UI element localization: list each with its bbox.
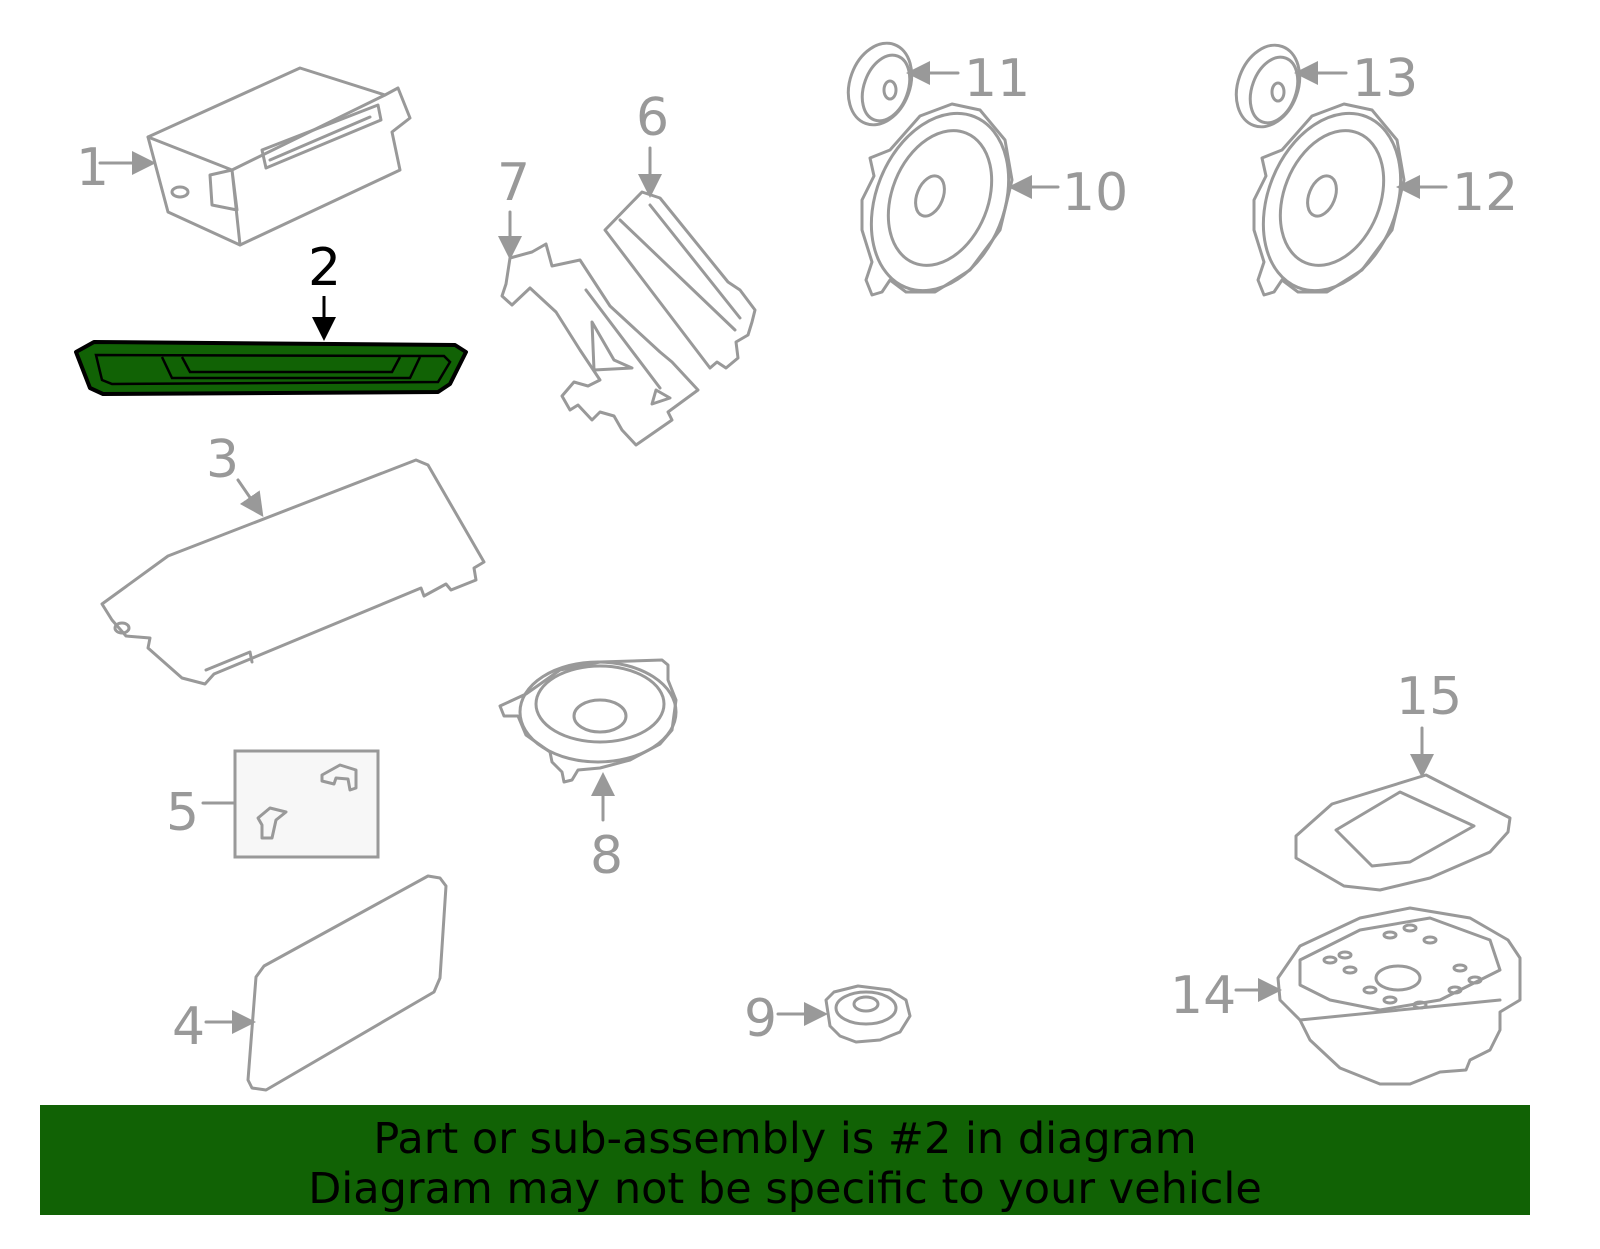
callout-7: 7	[497, 153, 530, 213]
callout-14: 14	[1170, 966, 1236, 1026]
part-13-tweeter[interactable]: 13	[1225, 36, 1418, 135]
callout-10: 10	[1062, 163, 1128, 223]
banner-line-2: Diagram may not be specific to your vehi…	[308, 1164, 1262, 1214]
part-9-tweeter[interactable]: 9	[744, 984, 912, 1049]
part-14-subwoofer[interactable]: 14	[1170, 906, 1522, 1086]
part-6-amplifier[interactable]: 6	[603, 88, 757, 370]
info-banner: Part or sub-assembly is #2 in diagram Di…	[40, 1105, 1530, 1215]
callout-15: 15	[1396, 667, 1462, 727]
callout-6: 6	[636, 88, 669, 148]
part-12-speaker[interactable]: 12	[1238, 93, 1518, 312]
part-4-glass[interactable]: 4	[172, 874, 448, 1092]
banner-line-1: Part or sub-assembly is #2 in diagram	[373, 1114, 1197, 1164]
part-15-cover[interactable]: 15	[1294, 667, 1512, 892]
callout-4: 4	[172, 997, 205, 1057]
callout-12: 12	[1452, 163, 1518, 223]
part-5-clips[interactable]: 5	[166, 749, 380, 859]
callout-9: 9	[744, 989, 777, 1049]
part-7-bracket[interactable]: 7	[497, 153, 700, 447]
callout-2: 2	[308, 238, 341, 298]
part-10-speaker[interactable]: 10	[846, 93, 1128, 312]
part-2-selected-trim[interactable]: 2	[74, 238, 468, 396]
part-3-display[interactable]: 3	[100, 430, 486, 686]
part-1-head-unit[interactable]: 1	[76, 66, 412, 247]
callout-5: 5	[166, 783, 199, 843]
callout-13: 13	[1352, 49, 1418, 109]
callout-11: 11	[964, 49, 1030, 109]
part-8-speaker[interactable]: 8	[498, 658, 678, 886]
callout-8: 8	[590, 826, 623, 886]
callout-3: 3	[206, 430, 239, 490]
callout-1: 1	[76, 138, 109, 198]
part-11-tweeter[interactable]: 11	[837, 34, 1030, 133]
